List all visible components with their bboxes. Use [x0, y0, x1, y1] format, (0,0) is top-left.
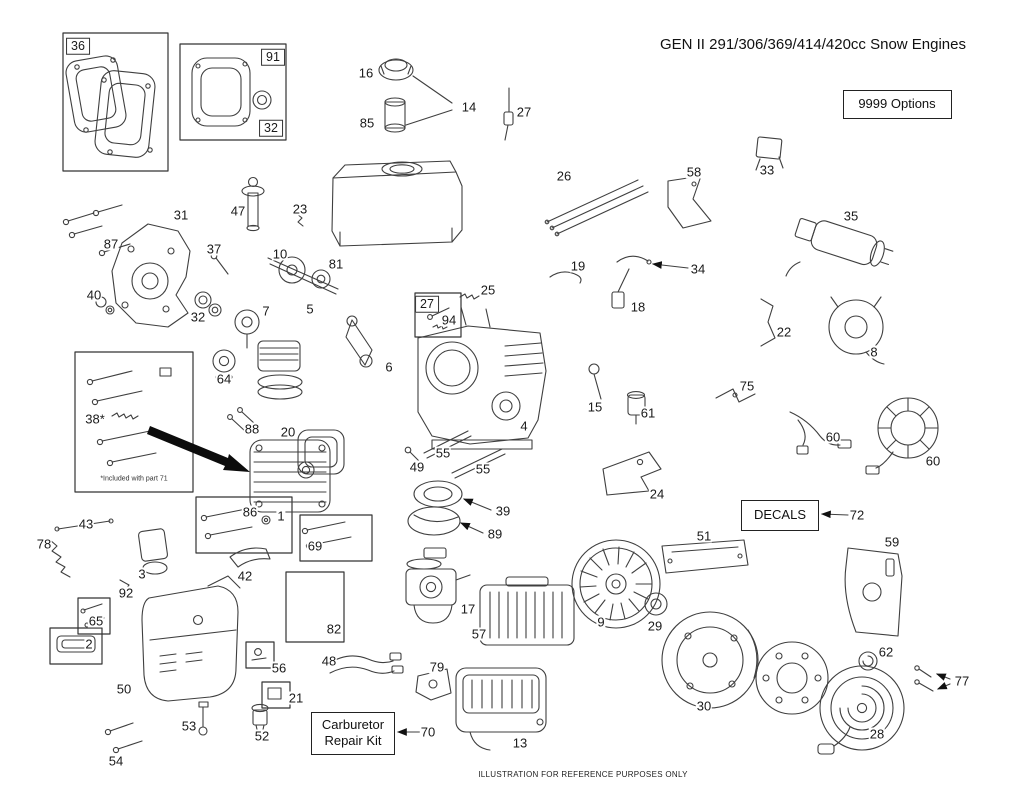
part-callout-17-58: 17 [459, 601, 477, 617]
inset-note: *Included with part 71 [100, 475, 168, 483]
part-callout-88-33: 88 [243, 421, 261, 437]
part-callout-85-4: 85 [358, 115, 376, 131]
part-callout-55-43: 55 [474, 461, 492, 477]
boxed-label-decals: DECALS [741, 499, 819, 531]
part-callout-59-64: 59 [883, 534, 901, 550]
part-callout-70-77: 70 [419, 724, 437, 740]
part-callout-51-62: 51 [695, 528, 713, 544]
part-callout-69-51: 69 [306, 538, 324, 554]
part-callout-60-40: 60 [924, 453, 942, 469]
part-callout-94-25: 94 [440, 312, 458, 328]
part-callout-28-67: 28 [868, 726, 886, 742]
part-callout-27-6: 27 [515, 104, 533, 120]
part-callout-54-78: 54 [107, 753, 125, 769]
part-callout-27-24: 27 [415, 295, 439, 313]
part-callout-1-50: 1 [276, 508, 286, 524]
part-callout-24-44: 24 [648, 486, 666, 502]
footer-note: ILLUSTRATION FOR REFERENCE PURPOSES ONLY [478, 770, 688, 779]
part-callout-58-8: 58 [685, 164, 703, 180]
part-callout-35-10: 35 [842, 208, 860, 224]
part-callout-89-46: 89 [486, 526, 504, 542]
part-callout-42-56: 42 [236, 568, 254, 584]
part-callout-2-55: 2 [84, 636, 94, 652]
part-callout-6-31: 6 [384, 359, 394, 375]
part-callout-52-75: 52 [253, 728, 271, 744]
part-callout-49-41: 49 [408, 459, 426, 475]
part-callout-10-16: 10 [271, 246, 289, 262]
part-callout-5-29: 5 [305, 301, 315, 317]
part-callout-21-73: 21 [287, 690, 305, 706]
part-callout-91-1: 91 [261, 48, 285, 66]
part-callout-77-66: 77 [953, 673, 971, 689]
part-callout-36-0: 36 [66, 37, 90, 55]
part-callout-38star-32: 38* [84, 411, 106, 427]
part-callout-30-68: 30 [695, 698, 713, 714]
part-callout-33-9: 33 [758, 162, 776, 178]
part-callout-9-60: 9 [596, 614, 606, 630]
part-callout-40-21: 40 [85, 287, 103, 303]
part-callout-60-39: 60 [824, 429, 842, 445]
part-callout-92-53: 92 [117, 585, 135, 601]
part-callout-18-20: 18 [629, 299, 647, 315]
part-callout-82-57: 82 [325, 621, 343, 637]
part-callout-81-17: 81 [327, 256, 345, 272]
page-title: GEN II 291/306/369/414/420cc Snow Engine… [659, 36, 966, 53]
part-callout-31-11: 31 [172, 207, 190, 223]
part-callout-23-13: 23 [291, 201, 309, 217]
boxed-label-options: 9999 Options [842, 89, 952, 119]
part-callout-87-14: 87 [102, 236, 120, 252]
part-callout-75-38: 75 [738, 378, 756, 394]
part-callout-61-37: 61 [639, 405, 657, 421]
part-callout-19-18: 19 [569, 258, 587, 274]
part-callout-53-74: 53 [180, 718, 198, 734]
part-callout-13-76: 13 [511, 735, 529, 751]
part-callout-32-2: 32 [259, 119, 283, 137]
part-callout-14-5: 14 [460, 99, 478, 115]
part-callout-62-65: 62 [877, 644, 895, 660]
part-callout-39-45: 39 [494, 503, 512, 519]
part-callout-3-52: 3 [137, 566, 147, 582]
part-callout-16-3: 16 [357, 65, 375, 81]
part-callout-79-72: 79 [428, 659, 446, 675]
part-callout-64-30: 64 [215, 371, 233, 387]
part-callout-4-35: 4 [519, 418, 529, 434]
part-callout-20-34: 20 [279, 424, 297, 440]
part-callout-25-23: 25 [479, 282, 497, 298]
part-callout-8-27: 8 [869, 344, 879, 360]
part-callout-65-54: 65 [87, 613, 105, 629]
part-callout-22-26: 22 [775, 324, 793, 340]
part-callout-56-70: 56 [270, 660, 288, 676]
part-callout-26-7: 26 [555, 168, 573, 184]
part-callout-37-15: 37 [205, 241, 223, 257]
part-callout-78-48: 78 [35, 536, 53, 552]
part-callout-34-19: 34 [689, 261, 707, 277]
part-callout-32-22: 32 [189, 309, 207, 325]
part-callout-55-42: 55 [434, 445, 452, 461]
part-callout-15-36: 15 [586, 399, 604, 415]
part-callout-7-28: 7 [261, 303, 271, 319]
part-callout-57-59: 57 [470, 626, 488, 642]
part-callout-48-71: 48 [320, 653, 338, 669]
boxed-label-carb-kit: Carburetor Repair Kit [311, 711, 395, 755]
part-callout-72-63: 72 [848, 507, 866, 523]
part-callout-43-47: 43 [77, 516, 95, 532]
part-callout-29-61: 29 [646, 618, 664, 634]
part-callout-47-12: 47 [229, 203, 247, 219]
part-callout-50-69: 50 [115, 681, 133, 697]
part-callout-86-49: 86 [241, 504, 259, 520]
